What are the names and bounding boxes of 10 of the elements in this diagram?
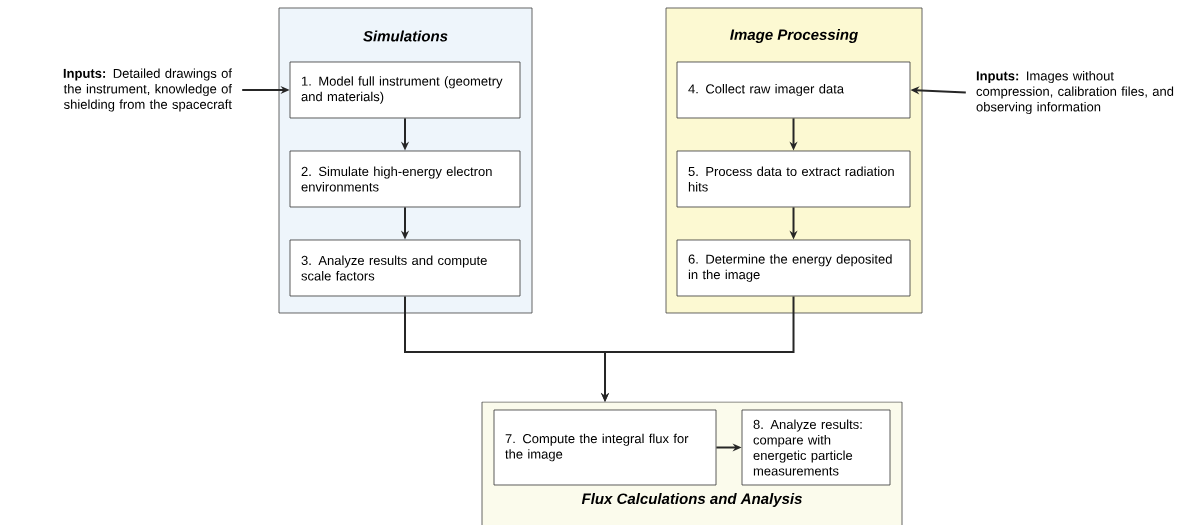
step-box: 7. Compute the integral flux for the image (493, 409, 717, 486)
step-box: 8. Analyze results: compare with energetic particle measurements (741, 409, 891, 486)
step-box: 2. Simulate high-energy electron environments (289, 150, 521, 208)
step-box: 6. Determine the energy deposited in the image (676, 239, 911, 297)
step-box: 5. Process data to extract radiation hits (676, 150, 911, 208)
input-note: Inputs: Detailed drawings of the instrument, knowledge of shielding from the spacecraft (63, 68, 232, 112)
step-box: 1. Model full instrument (geometry and materials) (289, 61, 521, 119)
step-box: 3. Analyze results and compute scale factors (289, 239, 521, 297)
input-note: Inputs: Images without compression, calibration files, and observing information (976, 70, 1174, 115)
step-box: 4. Collect raw imager data (676, 61, 911, 119)
